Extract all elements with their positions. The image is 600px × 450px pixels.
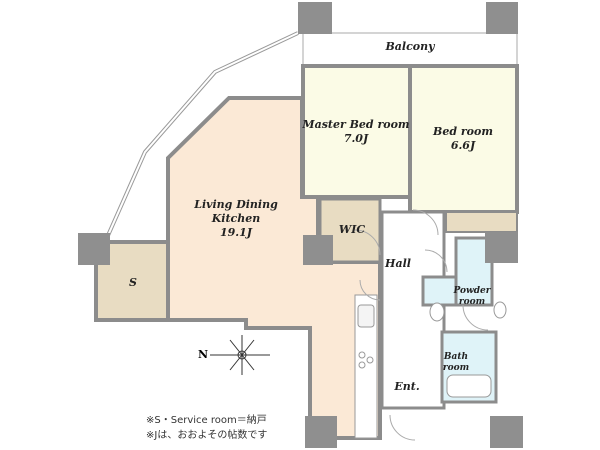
bath-room-label: Bath room [443,352,469,375]
master-bedroom-label: Master Bed room 7.0J [302,118,409,146]
wic-label: WIC [338,223,366,236]
powder-room-name-1: Powder [453,286,491,296]
ldk-name-2: Kitchen [211,211,261,225]
ldk-size: 19.1J [220,225,252,239]
ldk-area [166,96,382,440]
compass-north-label: N [198,348,209,361]
service-room-label: S [129,276,137,289]
toilet [429,302,445,322]
cooktop [358,351,374,369]
compass-icon [210,335,270,375]
bath-room-name-1: Bath [443,352,469,362]
note-size-unit: ※Jは、おおよその帖数です [146,430,268,441]
entrance-label: Ent. [394,380,420,393]
bedroom-closet [445,211,518,233]
bedroom-name: Bed room [433,125,493,138]
bathtub [446,374,492,398]
kitchen-counter [354,294,378,439]
bedroom-size: 6.6J [450,138,476,152]
wash-basin [493,301,507,319]
powder-room-name-2: room [458,297,486,308]
ldk-name-1: Living Dining [194,198,278,211]
ldk-label: Living Dining Kitchen 19.1J [194,198,278,239]
master-bedroom-size: 7.0J [343,131,369,145]
hall-label: Hall [385,257,411,270]
note-service-room: ※S・Service room＝納戸 [146,415,267,426]
master-bedroom-name: Master Bed room [302,118,410,131]
structural-pillars [78,2,523,448]
bath-room-name-2: room [442,363,470,374]
toilet-area [421,275,458,307]
powder-room-label: Powder room [453,286,490,309]
bedroom-label: Bed room 6.6J [433,125,493,153]
kitchen-sink [357,304,375,328]
door-swings [354,209,489,441]
balcony-label: Balcony [385,40,435,53]
